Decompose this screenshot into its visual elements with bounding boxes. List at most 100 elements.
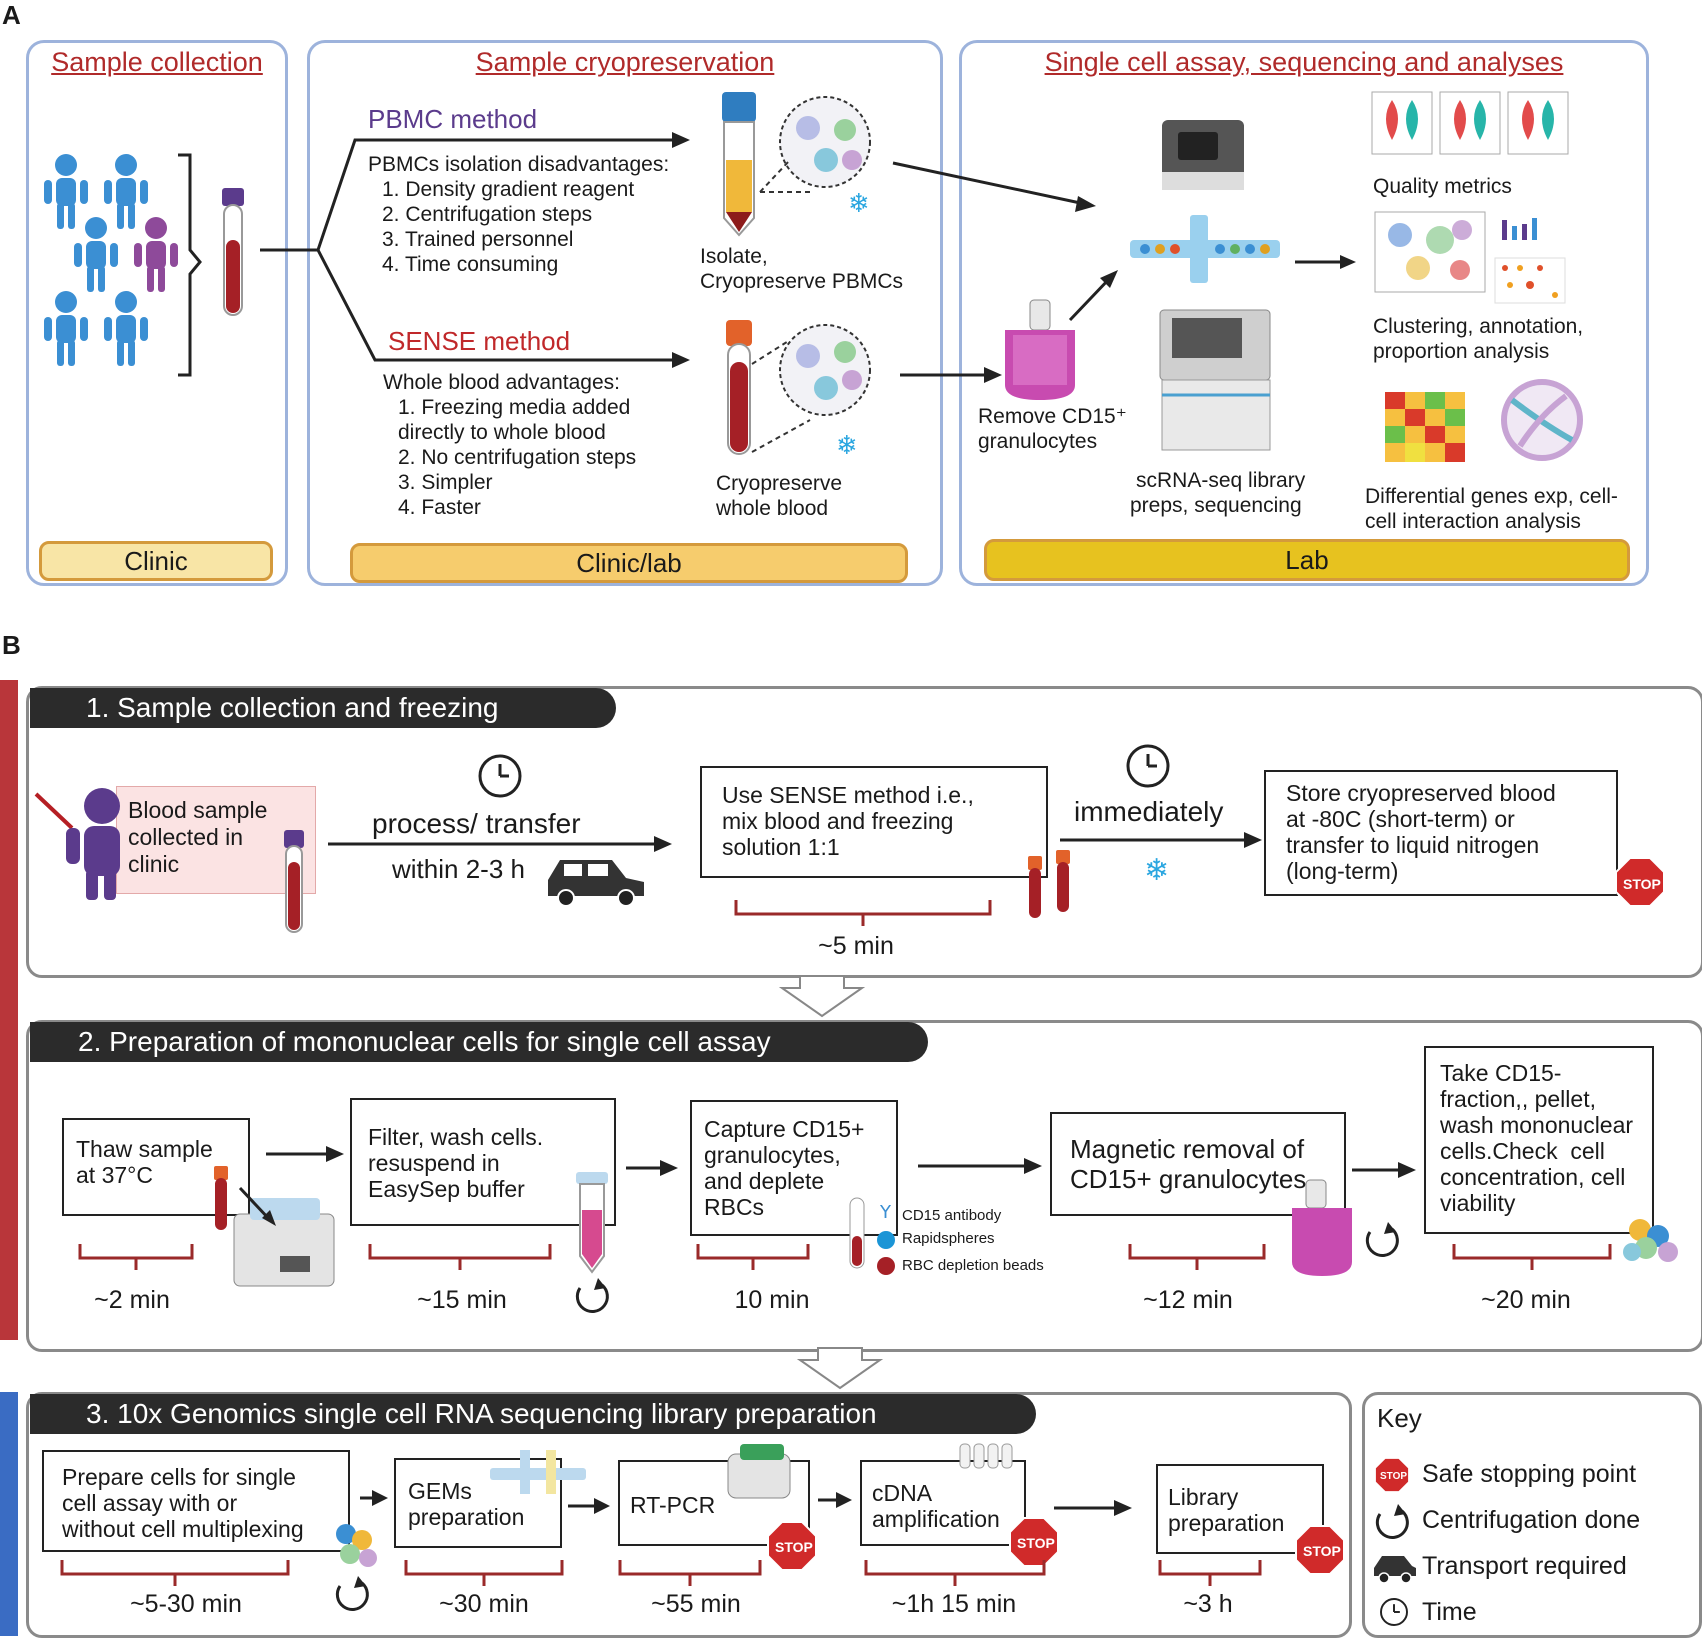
pbmc-tube-icon xyxy=(722,92,756,237)
legend-rbc-beads: RBC depletion beads xyxy=(902,1257,1044,1274)
snowflake-icon: ❄ xyxy=(836,431,858,461)
bracket-icon xyxy=(734,900,992,926)
footer-clinic-lab: Clinic/lab xyxy=(350,543,908,583)
key-time-label: Time xyxy=(1422,1598,1477,1626)
cdna-box: cDNA amplification xyxy=(860,1460,1026,1546)
pbmc-item: 1. Density gradient reagent xyxy=(382,178,635,201)
key-title: Key xyxy=(1377,1403,1422,1433)
section-title: Sample cryopreservation xyxy=(475,47,775,77)
duration-label: ~5-30 min xyxy=(130,1590,242,1618)
remove-granulocytes-label: granulocytes xyxy=(978,430,1098,453)
rapidsphere-icon xyxy=(877,1231,895,1249)
tubes-icon xyxy=(1028,850,1070,918)
sidebar-red xyxy=(0,680,18,1340)
library-prep-machine-icon xyxy=(1159,309,1271,451)
footer-clinic: Clinic xyxy=(39,541,273,581)
filter-box: Filter, wash cells. resuspend in EasySep… xyxy=(350,1098,616,1226)
key-stop-label: Safe stopping point xyxy=(1422,1460,1637,1488)
car-icon xyxy=(548,860,644,907)
violin-plot-icon xyxy=(1371,91,1569,155)
store-box: Store cryopreserved blood at -80C (short… xyxy=(1264,770,1618,896)
snowflake-icon: ❄ xyxy=(848,189,870,219)
differential-label: Differential genes exp, cell- xyxy=(1365,485,1618,508)
cells-circle-icon xyxy=(779,96,871,188)
duration-label: ~1h 15 min xyxy=(891,1590,1017,1618)
centrifuge-icon xyxy=(335,1574,369,1611)
centrifuge-icon xyxy=(1375,1502,1409,1539)
duration-label: 10 min xyxy=(734,1286,810,1314)
sense-item: 2. No centrifugation steps xyxy=(398,446,637,469)
within-label: within 2-3 h xyxy=(392,854,525,884)
clustering-label: Clustering, annotation, xyxy=(1373,315,1584,338)
duration-label: ~55 min xyxy=(651,1590,741,1618)
falcon-tube-icon xyxy=(576,1172,608,1274)
pcr-tubes-icon xyxy=(959,1443,1013,1469)
bracket-icon xyxy=(78,1244,1612,1270)
rbc-bead-icon xyxy=(877,1257,895,1275)
pbmc-item: 4. Time consuming xyxy=(382,253,559,276)
people-icon xyxy=(44,154,148,366)
scrna-label: scRNA-seq library xyxy=(1136,469,1306,492)
process-transfer-label: process/ transfer xyxy=(372,808,581,839)
footer-lab: Lab xyxy=(984,539,1630,581)
capture-tube-icon xyxy=(849,1197,865,1269)
heatmap-icon xyxy=(1385,392,1465,462)
umap-plot-icon xyxy=(1374,211,1486,293)
sense-item: 3. Simpler xyxy=(398,471,493,494)
blood-sample-label: Blood sample xyxy=(128,797,268,823)
panel-a-letter: A xyxy=(2,0,21,30)
immediately-label: immediately xyxy=(1074,796,1224,827)
scrna-label: preps, sequencing xyxy=(1130,494,1302,517)
panel-a-graphics: ❄ ❄ xyxy=(44,91,1583,462)
pbmc-caption: Cryopreserve PBMCs xyxy=(700,270,904,293)
stop-sign-text: STOP xyxy=(1380,1471,1407,1482)
car-icon xyxy=(1374,1556,1416,1584)
step2-header: 2. Preparation of mononuclear cells for … xyxy=(30,1022,928,1062)
sense-item: 1. Freezing media added xyxy=(398,396,631,419)
blood-sample-label: clinic xyxy=(128,851,180,877)
chord-diagram-icon xyxy=(1501,379,1583,461)
pbmc-item: 2. Centrifugation steps xyxy=(382,203,593,226)
key-box xyxy=(1362,1392,1702,1638)
duration-label: ~15 min xyxy=(417,1286,507,1314)
brace-icon xyxy=(178,153,202,377)
differential-label: cell interaction analysis xyxy=(1365,510,1581,533)
magnet-icon xyxy=(1005,299,1075,400)
thermocycler-icon xyxy=(727,1444,791,1499)
panel-b-letter: B xyxy=(2,630,21,660)
prepare-cells-box: Prepare cells for single cell assay with… xyxy=(42,1450,350,1552)
magnet-icon xyxy=(1292,1179,1352,1276)
duration-label: ~20 min xyxy=(1481,1286,1571,1314)
duration-label: ~2 min xyxy=(94,1286,170,1314)
stop-sign-text: STOP xyxy=(775,1539,813,1555)
pbmc-caption: Isolate, xyxy=(700,245,768,268)
down-arrow-icon xyxy=(796,1347,884,1390)
thaw-tube-icon xyxy=(214,1166,228,1230)
dot-plot-icon xyxy=(1494,257,1566,304)
key-transport-label: Transport required xyxy=(1422,1552,1627,1580)
magnetic-box: Magnetic removal of CD15+ granulocytes xyxy=(1050,1112,1346,1216)
sequencer-icon xyxy=(1162,120,1244,190)
stop-sign-text: STOP xyxy=(1623,876,1661,892)
section-sample-collection: Sample collection Clinic xyxy=(26,40,288,586)
sidebar-blue xyxy=(0,1392,18,1636)
centrifuge-icon xyxy=(1365,1220,1399,1257)
sense-caption: whole blood xyxy=(716,497,829,520)
stop-sign-text: STOP xyxy=(1017,1535,1055,1551)
pbmc-item: 3. Trained personnel xyxy=(382,228,574,251)
cells-circle-icon xyxy=(779,324,871,416)
section-title: Single cell assay, sequencing and analys… xyxy=(1044,47,1564,77)
chip-icon xyxy=(490,1450,586,1494)
clustering-label: proportion analysis xyxy=(1373,340,1550,363)
down-arrow-icon xyxy=(778,975,866,1018)
snowflake-icon: ❄ xyxy=(1144,853,1169,888)
capture-box: Capture CD15+ granulocytes, and deplete … xyxy=(690,1100,898,1236)
antibody-icon: Y xyxy=(879,1202,892,1223)
duration-label: ~3 h xyxy=(1183,1590,1233,1618)
key-centrifuge-label: Centrifugation done xyxy=(1422,1506,1641,1534)
blood-sample-label: collected in xyxy=(128,824,244,850)
pbmc-method-title: PBMC method xyxy=(368,104,538,134)
take-fraction-box: Take CD15- fraction,, pellet, wash monon… xyxy=(1424,1046,1654,1234)
step3-header: 3. 10x Genomics single cell RNA sequenci… xyxy=(30,1394,1036,1434)
